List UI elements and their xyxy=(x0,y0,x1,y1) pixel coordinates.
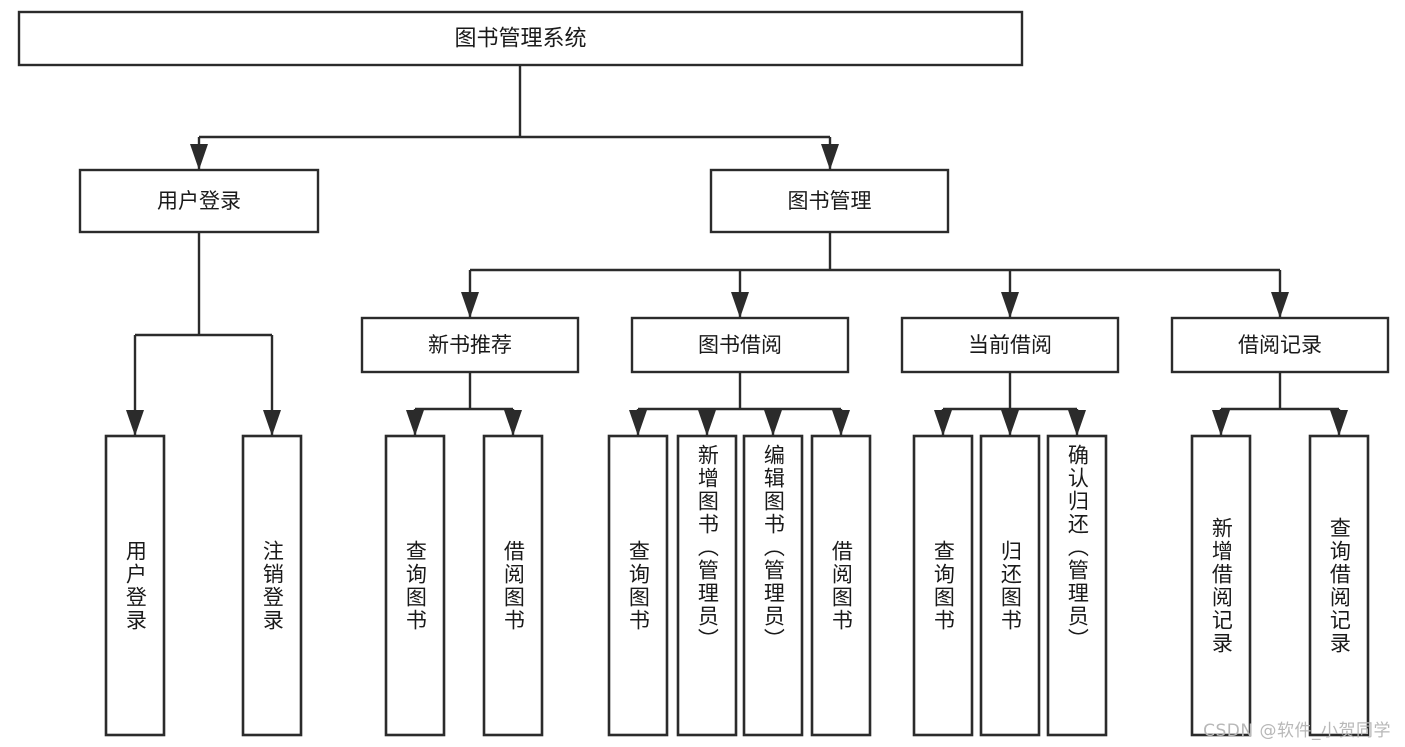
l3-current-borrow-node[interactable] xyxy=(900,316,1120,374)
arrow-head-icon xyxy=(461,292,479,318)
leaf-leaf-confirm-return-box[interactable] xyxy=(1046,434,1108,737)
leaf-leaf-user-logout-node[interactable] xyxy=(241,434,303,737)
l2-user-login-node[interactable] xyxy=(78,168,320,234)
arrow-head-icon xyxy=(764,410,782,436)
arrow-head-icon xyxy=(832,410,850,436)
arrow-head-icon xyxy=(698,410,716,436)
leaf-leaf-query-record-box[interactable] xyxy=(1308,434,1370,737)
l3-borrow-record-box[interactable] xyxy=(1170,316,1390,374)
arrow-head-icon xyxy=(1001,410,1019,436)
leaf-leaf-user-login-box[interactable] xyxy=(104,434,166,737)
arrow-head-icon xyxy=(504,410,522,436)
watermark: CSDN @软件_小贺同学 xyxy=(1203,721,1391,741)
connectors-layer xyxy=(133,65,1341,435)
arrow-head-icon xyxy=(1271,292,1289,318)
arrow-head-icon xyxy=(263,410,281,436)
node-boxes-layer xyxy=(17,10,1390,737)
arrow-head-icon xyxy=(1068,410,1086,436)
leaf-leaf-query-record-node[interactable] xyxy=(1308,434,1370,737)
leaf-leaf-edit-book-box[interactable] xyxy=(742,434,804,737)
l2-book-manage-label: 图书管理 xyxy=(788,189,872,213)
leaf-leaf-query-book-1-box[interactable] xyxy=(384,434,446,737)
l3-new-book-rec-label: 新书推荐 xyxy=(428,333,512,357)
leaf-leaf-borrow-book-2-box[interactable] xyxy=(810,434,872,737)
leaf-leaf-borrow-book-1-node[interactable] xyxy=(482,434,544,737)
leaf-leaf-borrow-book-2-node[interactable] xyxy=(810,434,872,737)
l2-user-login-label: 用户登录 xyxy=(157,189,241,213)
connector-bus-user-login xyxy=(135,232,272,337)
arrow-head-icon xyxy=(1212,410,1230,436)
arrowheads-layer xyxy=(126,144,1348,436)
arrow-head-icon xyxy=(629,410,647,436)
leaf-leaf-confirm-return-node[interactable] xyxy=(1046,434,1108,737)
l2-book-manage-box[interactable] xyxy=(709,168,950,234)
leaf-leaf-add-record-box[interactable] xyxy=(1190,434,1252,737)
leaf-leaf-edit-book-node[interactable] xyxy=(742,434,804,737)
leaf-leaf-query-book-1-node[interactable] xyxy=(384,434,446,737)
leaf-leaf-add-book-box[interactable] xyxy=(676,434,738,737)
leaf-leaf-query-book-2-node[interactable] xyxy=(607,434,669,737)
l3-new-book-rec-box[interactable] xyxy=(360,316,580,374)
leaf-leaf-return-book-node[interactable] xyxy=(979,434,1041,737)
leaf-leaf-query-book-2-box[interactable] xyxy=(607,434,669,737)
arrow-head-icon xyxy=(126,410,144,436)
arrow-head-icon xyxy=(934,410,952,436)
leaf-leaf-query-book-3-node[interactable] xyxy=(912,434,974,737)
l2-book-manage-node[interactable] xyxy=(709,168,950,234)
connector-bus-current-borrow xyxy=(943,372,1077,411)
root-root-node[interactable] xyxy=(17,10,1024,67)
l3-borrow-record-node[interactable] xyxy=(1170,316,1390,374)
connector-bus-book-manage xyxy=(470,232,1280,272)
connector-bus-borrow-record xyxy=(1221,372,1339,411)
leaf-leaf-add-book-node[interactable] xyxy=(676,434,738,737)
arrow-head-icon xyxy=(1330,410,1348,436)
arrow-head-icon xyxy=(190,144,208,170)
leaf-leaf-return-book-box[interactable] xyxy=(979,434,1041,737)
l3-current-borrow-box[interactable] xyxy=(900,316,1120,374)
root-root-box[interactable] xyxy=(17,10,1024,67)
l3-book-borrow-node[interactable] xyxy=(630,316,850,374)
root-root-label: 图书管理系统 xyxy=(454,27,586,52)
l3-book-borrow-box[interactable] xyxy=(630,316,850,374)
arrow-head-icon xyxy=(731,292,749,318)
leaf-leaf-query-book-3-box[interactable] xyxy=(912,434,974,737)
arrow-head-icon xyxy=(1001,292,1019,318)
l2-user-login-box[interactable] xyxy=(78,168,320,234)
l3-borrow-record-label: 借阅记录 xyxy=(1238,333,1322,357)
connector-bus-root xyxy=(199,65,830,139)
connector-bus-new-book-rec xyxy=(415,372,513,411)
leaf-leaf-user-logout-box[interactable] xyxy=(241,434,303,737)
l3-new-book-rec-node[interactable] xyxy=(360,316,580,374)
l3-current-borrow-label: 当前借阅 xyxy=(968,333,1052,357)
leaf-leaf-borrow-book-1-box[interactable] xyxy=(482,434,544,737)
leaf-leaf-add-record-node[interactable] xyxy=(1190,434,1252,737)
arrow-head-icon xyxy=(821,144,839,170)
arrow-head-icon xyxy=(406,410,424,436)
leaf-leaf-user-login-node[interactable] xyxy=(104,434,166,737)
connector-bus-book-borrow xyxy=(638,372,841,411)
l3-book-borrow-label: 图书借阅 xyxy=(698,333,782,357)
